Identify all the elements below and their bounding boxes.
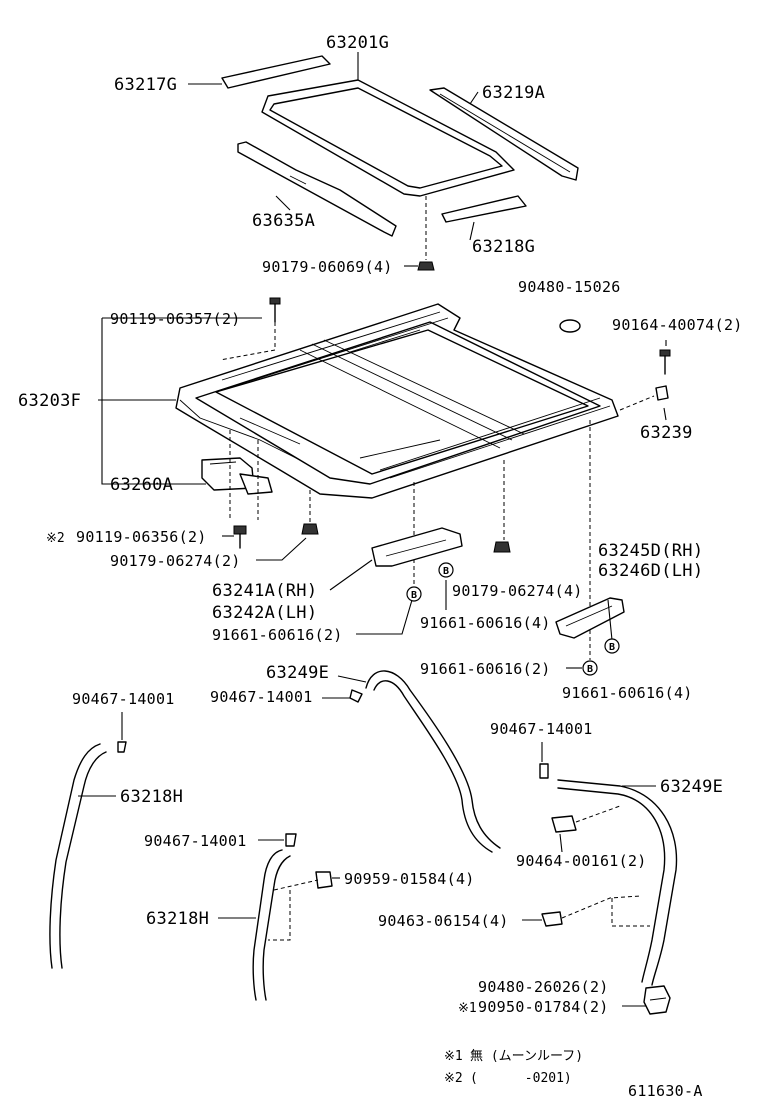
clamp-90467-c [285, 833, 297, 847]
mark-1-90950: ※1 [458, 1001, 477, 1016]
rail-63241A [371, 527, 463, 567]
clip-90464 [551, 815, 577, 833]
label-63242A: 63242A(LH) [212, 603, 317, 623]
label-63217G: 63217G [114, 75, 177, 95]
label-90179-06069: 90179-06069(4) [262, 258, 393, 276]
hose-63218H-a [49, 743, 107, 969]
label-90950: 90950-01784(2) [478, 998, 609, 1016]
label-90467-c: 90467-14001 [144, 832, 247, 850]
drain-valve-90480 [643, 985, 671, 1015]
glass-panel-63201G [261, 79, 515, 197]
motor-63260A [201, 457, 273, 495]
clip-90179-06274-b [493, 541, 511, 553]
label-90480-26026: 90480-26026(2) [478, 978, 609, 996]
label-90480-15026: 90480-15026 [518, 278, 621, 296]
label-63219A: 63219A [482, 83, 545, 103]
footnote-1-text: 無 (ムーンルーフ) [470, 1049, 583, 1064]
label-63241A: 63241A(RH) [212, 581, 317, 601]
screw-90164-40074 [659, 349, 671, 375]
label-90467-a: 90467-14001 [210, 688, 313, 706]
hose-63218H-b [252, 849, 291, 1001]
rail-63245D [555, 597, 625, 639]
label-90119-06356: 90119-06356(2) [76, 528, 207, 546]
trim-63219A [429, 87, 579, 181]
label-90179-06274-b: 90179-06274(4) [452, 582, 583, 600]
sunroof-frame-63203F [175, 303, 619, 499]
label-63239: 63239 [640, 423, 693, 443]
label-63218G: 63218G [472, 237, 535, 257]
label-63218H-a: 63218H [120, 787, 183, 807]
bolt-90119-06356 [233, 525, 247, 549]
footnote-2-mark: ※2 [444, 1071, 463, 1086]
clip-90179-06069 [417, 261, 435, 271]
trim-63635A [237, 141, 397, 237]
label-63260A: 63260A [110, 475, 173, 495]
label-90179-06274-a: 90179-06274(2) [110, 552, 241, 570]
hose-63249E-b [557, 779, 678, 986]
footnote-1-mark: ※1 [444, 1049, 463, 1064]
svg-text:B: B [443, 566, 449, 577]
clip-90959 [315, 871, 333, 889]
hose-63249E-a [365, 670, 501, 853]
footnote-2-text: ( -0201) [470, 1071, 572, 1086]
mark-2-90119-06356: ※2 [46, 531, 65, 546]
circle-b-1: B [406, 586, 422, 602]
label-90464: 90464-00161(2) [516, 852, 647, 870]
label-63203F: 63203F [18, 391, 81, 411]
label-90467-d: 90467-14001 [490, 720, 593, 738]
circle-b-4: B [604, 638, 620, 654]
clamp-90467-b [117, 741, 127, 753]
clamp-90467-d [539, 763, 549, 779]
label-90164-40074: 90164-40074(2) [612, 316, 743, 334]
label-63249E-a: 63249E [266, 663, 329, 683]
label-63245D: 63245D(RH) [598, 541, 703, 561]
label-91661-d: 91661-60616(4) [562, 684, 693, 702]
label-90463: 90463-06154(4) [378, 912, 509, 930]
label-91661-c: 91661-60616(2) [420, 660, 551, 678]
diagram-id: 611630-A [628, 1082, 703, 1100]
circle-b-2: B [438, 562, 454, 578]
label-63249E-b: 63249E [660, 777, 723, 797]
svg-text:B: B [609, 642, 615, 653]
bracket-63239 [655, 385, 669, 401]
svg-text:B: B [587, 664, 593, 675]
label-90467-b: 90467-14001 [72, 690, 175, 708]
clip-90463 [541, 911, 563, 927]
label-91661-a: 91661-60616(2) [212, 626, 343, 644]
label-90959: 90959-01584(4) [344, 870, 475, 888]
label-63201G: 63201G [326, 33, 389, 53]
clamp-90467-a [349, 689, 363, 703]
label-90119-06357: 90119-06357(2) [110, 310, 241, 328]
trim-63217G [221, 55, 331, 89]
cap-90480-15026 [559, 319, 581, 333]
trim-63218G [441, 195, 527, 223]
svg-text:B: B [411, 590, 417, 601]
label-63635A: 63635A [252, 211, 315, 231]
label-91661-b: 91661-60616(4) [420, 614, 551, 632]
label-63218H-b: 63218H [146, 909, 209, 929]
circle-b-3: B [582, 660, 598, 676]
label-63246D: 63246D(LH) [598, 561, 703, 581]
clip-90179-06274-a [301, 523, 319, 535]
bolt-90119-06357 [269, 297, 281, 323]
